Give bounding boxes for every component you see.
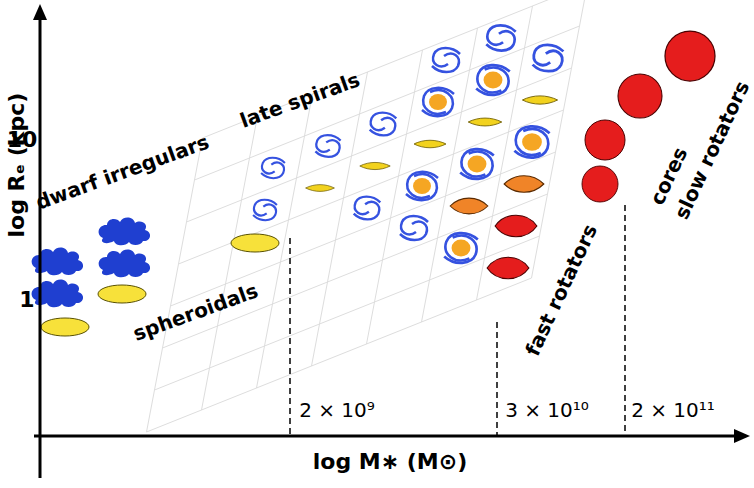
late-spiral-galaxy [486, 25, 515, 50]
grid-line [179, 110, 564, 264]
lenticular-galaxy [306, 185, 335, 192]
class-label: dwarf irregulars [32, 130, 211, 213]
bulge-spiral-galaxy [422, 88, 454, 116]
mass-threshold: 3 × 10¹⁰ [503, 399, 591, 421]
bulge-spiral-galaxy [514, 126, 549, 157]
grid-line [171, 152, 556, 306]
mass-divider [290, 205, 625, 436]
axis-title: log M∗ (M⊙) [313, 450, 467, 474]
dwarf-irregular-galaxy [99, 250, 150, 278]
late-spiral-galaxy [370, 113, 397, 136]
grid-line [147, 138, 203, 432]
bulge-spiral-galaxy [460, 149, 494, 179]
bulge-spiral-galaxy [406, 172, 438, 200]
tick-label: 10 [7, 128, 38, 152]
spheroidal-galaxy [98, 285, 146, 303]
fast-rotator-galaxy [504, 176, 544, 193]
slow-rotator-galaxy [665, 31, 715, 81]
mass-threshold: 2 × 10¹¹ [629, 399, 717, 421]
slow-rotator-galaxy [585, 120, 625, 160]
lenticular-galaxy [468, 118, 502, 126]
axis-arrowhead [33, 4, 47, 20]
dwarf-irregular-galaxy [99, 218, 150, 246]
late-spiral-galaxy [400, 216, 428, 240]
spheroidal-galaxy [231, 234, 279, 252]
grid-line [202, 116, 258, 410]
late-spiral-galaxy [261, 158, 285, 178]
spheroidal-galaxy [41, 318, 89, 336]
slow-rotator-galaxy [582, 166, 618, 202]
late-spiral-galaxy [315, 135, 340, 157]
grid-line [203, 0, 588, 138]
grid-line [163, 194, 548, 348]
grid-line [195, 26, 580, 180]
late-spiral-galaxy [354, 197, 381, 220]
tick-label: 1 [19, 288, 34, 312]
bulge-spiral-galaxy [476, 65, 510, 95]
mass-threshold: 2 × 10⁹ [297, 399, 377, 421]
lenticular-galaxy [360, 162, 390, 169]
axis-title: log Rₑ (kpc) [5, 93, 29, 238]
late-spiral-galaxy [253, 200, 277, 220]
bulge-spiral-galaxy [444, 233, 478, 263]
fast-rotator-galaxy [450, 198, 488, 214]
lenticular-galaxy [414, 140, 446, 148]
lenticular-galaxy [522, 96, 557, 104]
late-spiral-galaxy [533, 45, 564, 71]
fast-rotator-galaxy [495, 215, 537, 236]
grid-line [187, 68, 572, 222]
grid-line [312, 72, 368, 366]
slow-rotator-galaxy [618, 74, 662, 118]
class-label: late spirals [237, 68, 363, 132]
class-label: fast rotators [521, 221, 601, 359]
axis-arrowhead [734, 429, 750, 443]
late-spiral-galaxy [432, 48, 460, 72]
fast-rotator-galaxy [487, 257, 529, 278]
axes [34, 14, 740, 478]
